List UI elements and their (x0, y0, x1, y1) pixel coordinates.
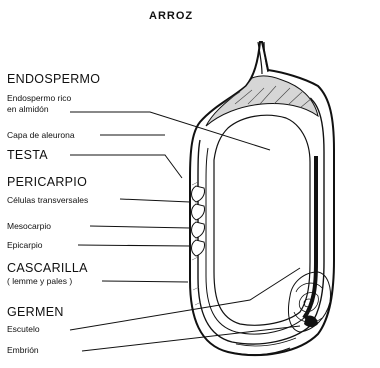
leader-endospermo-rico (70, 112, 270, 150)
label-mesocarpio: Mesocarpio (7, 222, 51, 231)
label-lemma-palea: ( lemme y pales ) (7, 277, 72, 286)
leader-cascarilla (102, 281, 188, 282)
leader-celulas (120, 199, 190, 202)
label-endospermo-rico-1: Endospermo rico (7, 94, 71, 103)
label-endospermo: ENDOSPERMO (7, 73, 100, 86)
label-cascarilla: CASCARILLA (7, 262, 88, 275)
label-escutelo: Escutelo (7, 325, 40, 334)
endosperm-boundary (214, 115, 310, 325)
leader-embrion (82, 326, 300, 351)
label-germen: GERMEN (7, 306, 64, 319)
hull-top-cap (206, 76, 318, 126)
label-embrion: Embrión (7, 346, 39, 355)
hull-inner-outline (198, 98, 324, 344)
leader-mesocarpio (90, 226, 190, 228)
label-endospermo-rico-2: en almidón (7, 105, 49, 114)
diagram-title: ARROZ (149, 11, 193, 22)
leader-epicarpio (78, 245, 190, 246)
label-celulas-transversales: Células transversales (7, 196, 88, 205)
label-pericarpio: PERICARPIO (7, 176, 87, 189)
embryo-mark (304, 315, 318, 327)
leader-escutelo (70, 268, 300, 330)
label-testa: TESTA (7, 149, 48, 162)
label-epicarpio: Epicarpio (7, 241, 42, 250)
label-capa-aleurona: Capa de aleurona (7, 131, 75, 140)
